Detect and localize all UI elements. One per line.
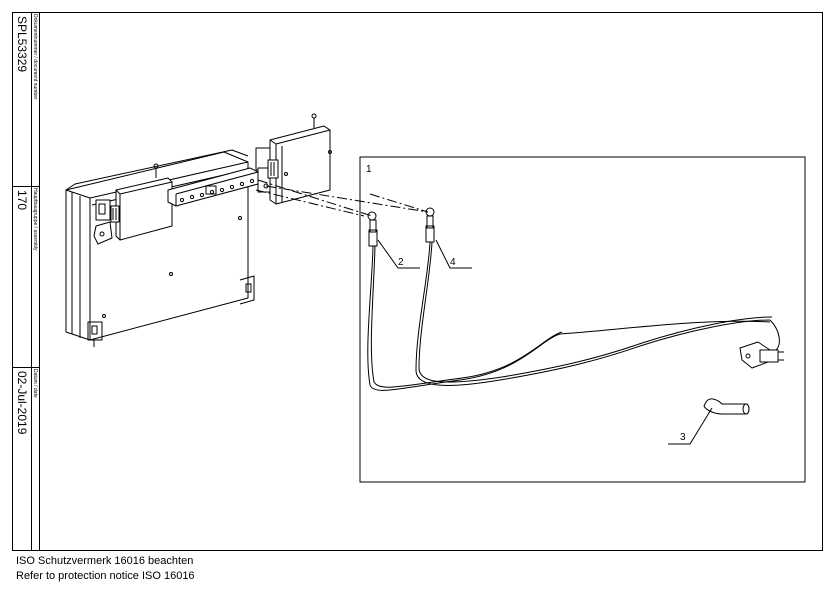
bracket-assembly-illustration — [255, 113, 332, 205]
title-block-separator — [12, 367, 39, 368]
grommet-3 — [703, 398, 750, 415]
connection-lines — [255, 179, 429, 217]
cable-2 — [367, 211, 563, 391]
cable-4 — [415, 207, 780, 386]
callout-cable-4: 4 — [450, 257, 456, 268]
title-block-divider — [31, 12, 32, 551]
callout-grommet-3: 3 — [680, 432, 686, 443]
control-unit-illustration — [65, 149, 259, 347]
title-block-divider — [39, 12, 40, 551]
callout-detail-1: 1 — [366, 164, 372, 175]
detail-box — [359, 156, 806, 483]
connector — [739, 341, 784, 369]
leader-lines — [377, 239, 713, 445]
footer-protection-notice-en: Refer to protection notice ISO 16016 — [16, 570, 195, 582]
footer-protection-notice-de: ISO Schutzvermerk 16016 beachten — [16, 555, 194, 567]
callout-cable-2: 2 — [398, 257, 404, 268]
title-block-separator — [12, 186, 39, 187]
drawing-frame — [12, 12, 823, 551]
